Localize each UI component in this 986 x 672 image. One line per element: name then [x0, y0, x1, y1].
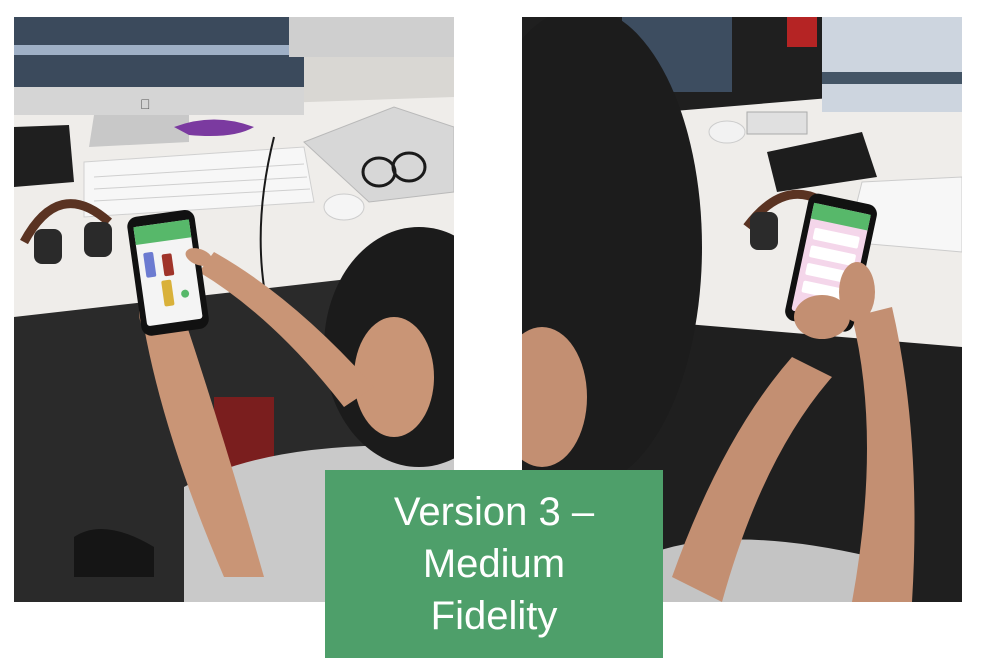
caption-box: Version 3 – Medium Fidelity [325, 470, 663, 658]
caption-line-2: Medium [422, 542, 566, 586]
phone [127, 209, 209, 336]
right-photo [522, 17, 962, 602]
right-photo-illustration [522, 17, 962, 602]
caption-line-1: Version 3 – [393, 490, 595, 534]
svg-text::  [140, 96, 151, 112]
caption-line-3: Fidelity [430, 594, 558, 638]
